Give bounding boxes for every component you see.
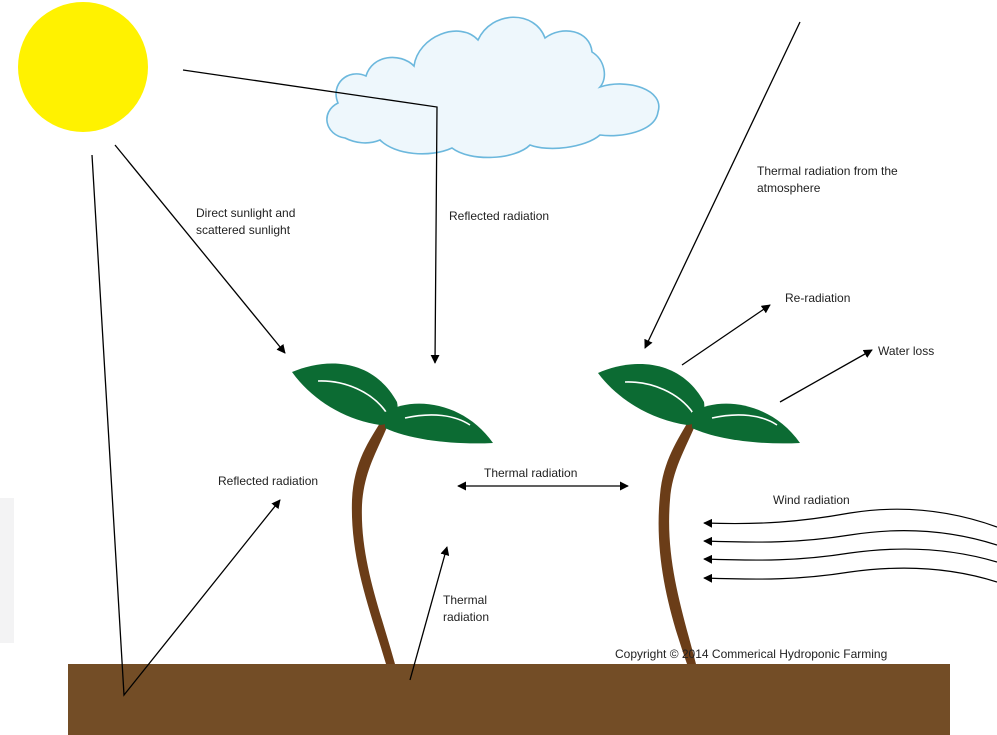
label-reflected-radiation-cloud: Reflected radiation — [449, 208, 549, 225]
arrow-re-radiation — [682, 305, 770, 365]
wind-line — [704, 509, 997, 527]
label-thermal-atmosphere: Thermal radiation from the atmosphere — [757, 163, 898, 197]
label-thermal-ground: Thermal radiation — [443, 592, 489, 626]
ground — [68, 664, 950, 735]
plant-right — [598, 364, 800, 664]
sun-icon — [18, 2, 148, 132]
label-thermal-between: Thermal radiation — [484, 465, 577, 482]
label-reflected-radiation-ground: Reflected radiation — [218, 473, 318, 490]
arrow-direct-sunlight — [115, 145, 285, 353]
wind-line — [704, 568, 997, 582]
plant-right-stem — [659, 418, 697, 664]
wind-line — [704, 531, 997, 545]
label-wind-radiation: Wind radiation — [773, 492, 850, 509]
wind-lines — [704, 509, 997, 582]
arrow-thermal-ground — [410, 547, 447, 680]
label-water-loss: Water loss — [878, 343, 934, 360]
plant-left-leaf-left — [292, 363, 398, 425]
plant-right-leaf-left — [598, 364, 704, 425]
wind-line — [704, 549, 997, 562]
copyright-text: Copyright © 2014 Commerical Hydroponic F… — [615, 646, 887, 663]
plant-left-stem — [352, 418, 395, 664]
plant-left-leaf-right — [385, 404, 493, 444]
arrow-water-loss — [780, 350, 872, 402]
cloud-icon — [327, 17, 659, 157]
label-direct-sunlight: Direct sunlight and scattered sunlight — [196, 205, 295, 239]
plant-right-leaf-right — [692, 404, 800, 444]
label-re-radiation: Re-radiation — [785, 290, 850, 307]
